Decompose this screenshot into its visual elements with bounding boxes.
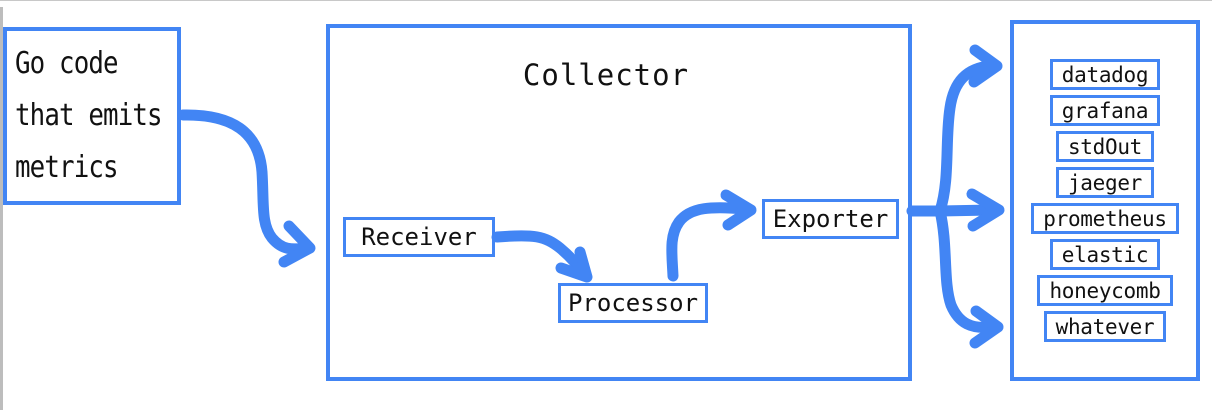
backend-item-jaeger: jaeger [1055, 167, 1155, 198]
backend-item-prometheus: prometheus [1031, 203, 1179, 234]
processor-label: Processor [567, 289, 699, 317]
collector-title: Collector [522, 58, 690, 92]
backend-label: whatever [1055, 314, 1155, 339]
exporter-box: Exporter [762, 199, 899, 239]
backend-label: datadog [1061, 62, 1149, 87]
backend-item-grafana: grafana [1049, 95, 1161, 126]
backends-list: datadog grafana stdOut jaeger prometheus… [1010, 20, 1200, 381]
backend-item-elastic: elastic [1049, 239, 1161, 270]
source-line-3: metrics [15, 150, 119, 185]
backend-item-whatever: whatever [1043, 311, 1167, 342]
backend-item-stdout: stdOut [1055, 131, 1155, 162]
source-line-1: Go code [15, 46, 119, 81]
backend-label: grafana [1061, 98, 1149, 123]
backend-label: prometheus [1043, 206, 1167, 231]
backend-label: stdOut [1067, 134, 1143, 159]
arrow-exporter-fanout-down [934, 205, 1004, 349]
go-code-source-box: Go code that emits metrics [3, 27, 181, 205]
page-left-edge [0, 0, 3, 410]
backend-label: elastic [1061, 242, 1149, 267]
processor-box: Processor [558, 283, 708, 323]
page-top-edge [0, 0, 1212, 7]
source-line-2: that emits [15, 98, 163, 133]
exporter-label: Exporter [772, 205, 889, 233]
receiver-label: Receiver [361, 223, 477, 251]
backend-item-datadog: datadog [1049, 59, 1161, 90]
backend-item-honeycomb: honeycomb [1037, 275, 1173, 306]
arrow-exporter-fanout-middle [934, 188, 1005, 232]
receiver-box: Receiver [343, 217, 495, 257]
backend-label: honeycomb [1049, 278, 1161, 303]
arrow-source-to-collector [177, 109, 316, 268]
backend-label: jaeger [1067, 170, 1143, 195]
